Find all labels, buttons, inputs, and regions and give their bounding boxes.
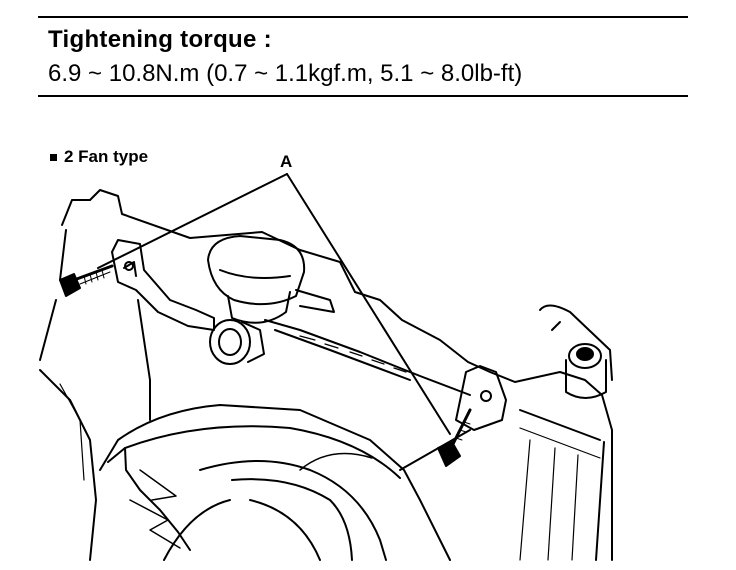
hose-connector (209, 319, 265, 365)
radiator-cap (207, 235, 335, 324)
right-mounting-bolt (437, 408, 472, 467)
bullet-square-icon (50, 153, 57, 161)
callout-label-a: A (280, 152, 293, 171)
fan-type-label: 2 Fan type (50, 147, 148, 167)
bottom-rule (38, 95, 688, 97)
fan-shroud (99, 299, 451, 561)
fan-blades (39, 369, 387, 561)
top-rule (38, 16, 688, 18)
left-shroud-bracket (39, 229, 215, 361)
torque-value: 6.9 ~ 10.8N.m (0.7 ~ 1.1kgf.m, 5.1 ~ 8.0… (48, 60, 523, 87)
left-mounting-bolt (59, 264, 114, 297)
torque-heading: Tightening torque : (48, 26, 272, 53)
callout-leader-lines (97, 173, 451, 435)
coolant-sensor (539, 304, 613, 399)
radiator-outline (61, 189, 613, 561)
fan-type-text: 2 Fan type (64, 147, 149, 166)
